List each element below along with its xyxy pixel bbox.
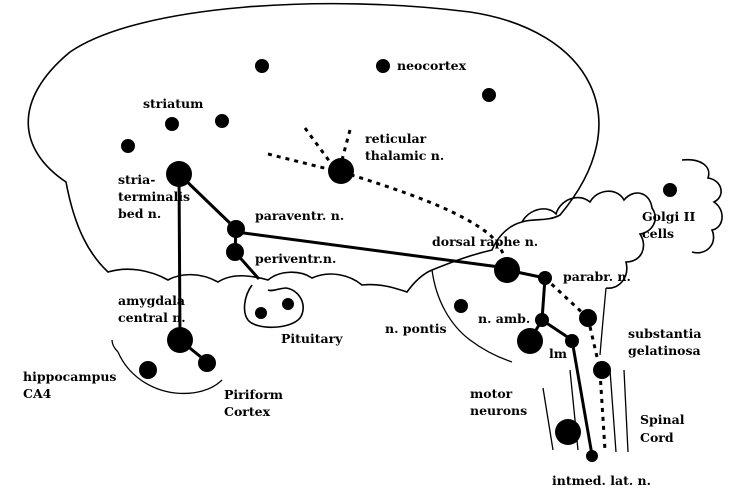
label-spinal-1: Spinal <box>640 412 685 427</box>
label-reticular-1: reticular <box>365 131 427 146</box>
link-stria-amygdala <box>177 172 182 340</box>
dorsal-raphe-node <box>494 257 520 283</box>
label-spinal-2: Cord <box>640 430 674 445</box>
neocortex-node-1 <box>255 59 269 73</box>
n-pontis-node <box>454 299 468 313</box>
spinal-line-1 <box>542 387 554 451</box>
label-hippocampus-2: CA4 <box>23 386 52 401</box>
link-stria-paraventr <box>177 172 238 231</box>
striatum-node-2 <box>215 114 229 128</box>
substantia-node <box>579 309 597 327</box>
label-piriform-1: Piriform <box>224 387 283 402</box>
brainstem-left-line <box>431 269 513 363</box>
n-amb-node <box>535 313 549 327</box>
cerebellum-outline <box>521 190 656 289</box>
dash-reticular-left <box>267 152 341 174</box>
link-parabr-namb <box>540 276 547 322</box>
label-stria-3: bed n. <box>118 206 161 221</box>
dash-parabr-substantia <box>543 276 590 320</box>
motor-neurons-node <box>517 328 543 354</box>
label-n-amb: n. amb. <box>478 311 530 326</box>
label-intmed: intmed. lat. n. <box>552 473 651 488</box>
amygdala-node <box>167 327 193 353</box>
label-amygdala-1: amygdala <box>118 293 185 308</box>
dash-reticular-up1 <box>303 127 332 163</box>
label-substantia-2: gelatinosa <box>628 343 701 358</box>
piriform-curve <box>111 339 119 353</box>
paraventr-node <box>227 220 245 238</box>
parabr-node <box>538 271 552 285</box>
periventr-node <box>226 243 244 261</box>
label-neocortex: neocortex <box>397 58 467 73</box>
label-periventr: periventr.n. <box>255 251 336 266</box>
neocortex-node-2 <box>376 59 390 73</box>
spinal-line-3 <box>609 369 617 453</box>
dash-reticular-up2 <box>340 129 352 161</box>
label-substantia-1: substantia <box>628 326 702 341</box>
label-motor-2: neurons <box>470 403 527 418</box>
brainstem-right-line <box>599 287 607 356</box>
intmed-node <box>586 450 598 462</box>
hippocampus-node <box>139 361 157 379</box>
label-dorsal-raphe: dorsal raphe n. <box>432 234 538 249</box>
dash-spinal <box>598 371 607 451</box>
reticular-thalamic-node <box>328 158 354 184</box>
label-hippocampus-1: hippocampus <box>23 369 116 384</box>
striatum-node-1 <box>165 117 179 131</box>
spinal-substantia-node <box>593 361 611 379</box>
label-parabr: parabr. n. <box>563 269 631 284</box>
label-golgi-2: cells <box>642 226 674 241</box>
label-amygdala-2: central n. <box>118 310 186 325</box>
label-pituitary: Pituitary <box>281 331 343 346</box>
pituitary-node-2 <box>282 298 294 310</box>
striatum-node-3 <box>121 139 135 153</box>
hippocampus-curve <box>117 351 223 395</box>
pituitary-node-1 <box>255 307 267 319</box>
golgi-node <box>663 183 677 197</box>
label-n-pontis: n. pontis <box>385 321 447 336</box>
spinal-motor-node <box>555 419 581 445</box>
link-paraventr-raphe <box>234 230 509 270</box>
label-striatum: striatum <box>143 96 203 111</box>
label-golgi-1: Golgi II <box>642 209 695 224</box>
label-lm: lm <box>549 346 567 361</box>
golgi-outline <box>681 158 723 254</box>
dash-reticular-raphe <box>341 170 509 269</box>
spinal-line-4 <box>623 369 629 453</box>
label-motor-1: motor <box>470 386 513 401</box>
label-stria-2: terminalis <box>118 189 190 204</box>
stria-terminalis-node <box>166 161 192 187</box>
brain-outline <box>27 2 600 293</box>
link-lm-intmed <box>570 338 594 457</box>
pituitary-outline <box>243 284 304 329</box>
neocortex-node-3 <box>482 88 496 102</box>
label-reticular-2: thalamic n. <box>365 148 444 163</box>
label-piriform-2: Cortex <box>224 404 271 419</box>
label-stria-1: stria- <box>118 172 155 187</box>
piriform-node <box>198 354 216 372</box>
label-paraventr: paraventr. n. <box>255 208 344 223</box>
lm-node <box>565 334 579 348</box>
